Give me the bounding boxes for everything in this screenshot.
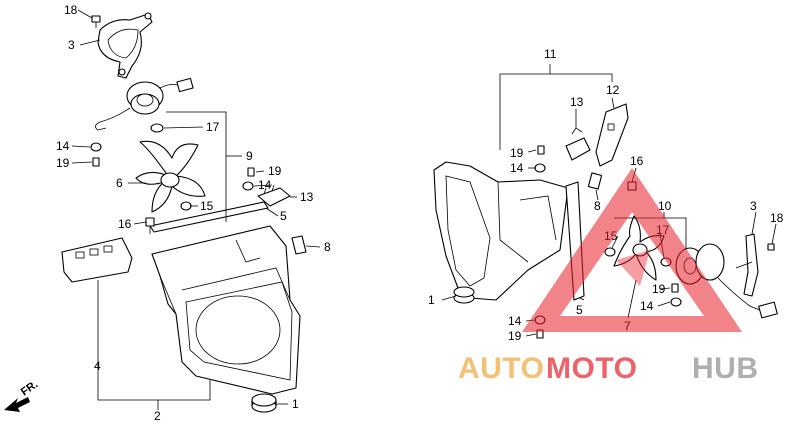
left-nut-14b bbox=[242, 181, 254, 191]
callout-left-8: 8 bbox=[324, 240, 331, 254]
watermark-hub: HUB bbox=[692, 352, 759, 385]
callout-right-14: 14 bbox=[510, 161, 524, 175]
callout-right-14c: 14 bbox=[640, 299, 654, 313]
callout-right-11: 11 bbox=[544, 47, 557, 61]
callout-left-2: 2 bbox=[154, 409, 161, 423]
right-connector-13 bbox=[565, 127, 591, 161]
right-fan-shroud bbox=[433, 161, 569, 301]
callout-left-16: 16 bbox=[118, 217, 132, 231]
direction-label: FR. bbox=[19, 378, 40, 398]
left-clip-19 bbox=[92, 157, 100, 167]
callout-left-4: 4 bbox=[94, 359, 101, 373]
right-bracket-3 bbox=[735, 233, 759, 297]
watermark-text: AUTO MOTO HUB bbox=[458, 352, 759, 385]
right-nut-14 bbox=[534, 163, 546, 173]
callout-right-14b: 14 bbox=[508, 314, 522, 328]
callout-left-14b: 14 bbox=[258, 178, 272, 192]
watermark-triangle-logo bbox=[522, 168, 742, 332]
callout-left-14: 14 bbox=[56, 139, 70, 153]
front-direction-arrow: FR. bbox=[4, 378, 40, 412]
left-pad-8 bbox=[291, 235, 307, 255]
left-mount-1 bbox=[251, 393, 277, 413]
right-clip-19c bbox=[671, 283, 679, 293]
callout-right-19: 19 bbox=[510, 146, 524, 160]
left-bracket-4 bbox=[61, 237, 133, 283]
callout-right-18: 18 bbox=[770, 211, 784, 225]
left-leader-lines bbox=[71, 9, 321, 410]
callout-right-12: 12 bbox=[606, 83, 620, 97]
left-bolt-18 bbox=[91, 15, 101, 28]
left-fan-motor bbox=[95, 77, 194, 131]
callout-left-3: 3 bbox=[68, 38, 75, 52]
right-nut-14b bbox=[670, 297, 682, 307]
callout-right-3: 3 bbox=[750, 199, 757, 213]
right-bolt-18 bbox=[767, 243, 775, 251]
right-plate-12 bbox=[595, 103, 629, 167]
watermark-auto: AUTO bbox=[458, 352, 544, 385]
left-fan-blade bbox=[135, 140, 206, 213]
left-grommet-15 bbox=[180, 201, 192, 211]
left-washer-17 bbox=[150, 123, 164, 133]
callout-right-16: 16 bbox=[630, 154, 644, 168]
callout-right-10: 10 bbox=[658, 199, 672, 213]
callout-left-6: 6 bbox=[116, 176, 123, 190]
callout-right-5: 5 bbox=[576, 303, 583, 317]
callout-right-19c: 19 bbox=[652, 282, 666, 296]
callout-right-19b: 19 bbox=[508, 329, 522, 343]
right-clip-19 bbox=[537, 145, 545, 155]
right-grommet-15 bbox=[604, 247, 616, 257]
callout-left-5: 5 bbox=[280, 209, 287, 223]
left-connector-13 bbox=[257, 184, 291, 207]
callout-left-19: 19 bbox=[56, 156, 70, 170]
callout-left-15: 15 bbox=[200, 199, 214, 213]
right-pad-8 bbox=[587, 172, 603, 190]
watermark bbox=[522, 168, 742, 332]
left-nut-14 bbox=[90, 142, 102, 152]
right-fan-blade-7 bbox=[613, 215, 665, 281]
callout-left-1: 1 bbox=[292, 397, 299, 411]
callout-left-13: 13 bbox=[300, 190, 314, 204]
callout-right-1: 1 bbox=[428, 293, 435, 307]
right-mount-1 bbox=[453, 286, 475, 304]
callout-right-8: 8 bbox=[594, 199, 601, 213]
callout-left-9: 9 bbox=[246, 149, 253, 163]
watermark-moto: MOTO bbox=[546, 352, 637, 385]
callout-left-17: 17 bbox=[206, 120, 220, 134]
callout-right-13: 13 bbox=[570, 95, 584, 109]
callout-left-19b: 19 bbox=[268, 164, 282, 178]
left-motor-bracket bbox=[97, 12, 153, 79]
left-fan-shroud-2 bbox=[151, 225, 301, 395]
left-clip-19b bbox=[247, 167, 255, 177]
callout-left-18: 18 bbox=[64, 3, 78, 17]
left-bolt-16 bbox=[145, 217, 155, 234]
